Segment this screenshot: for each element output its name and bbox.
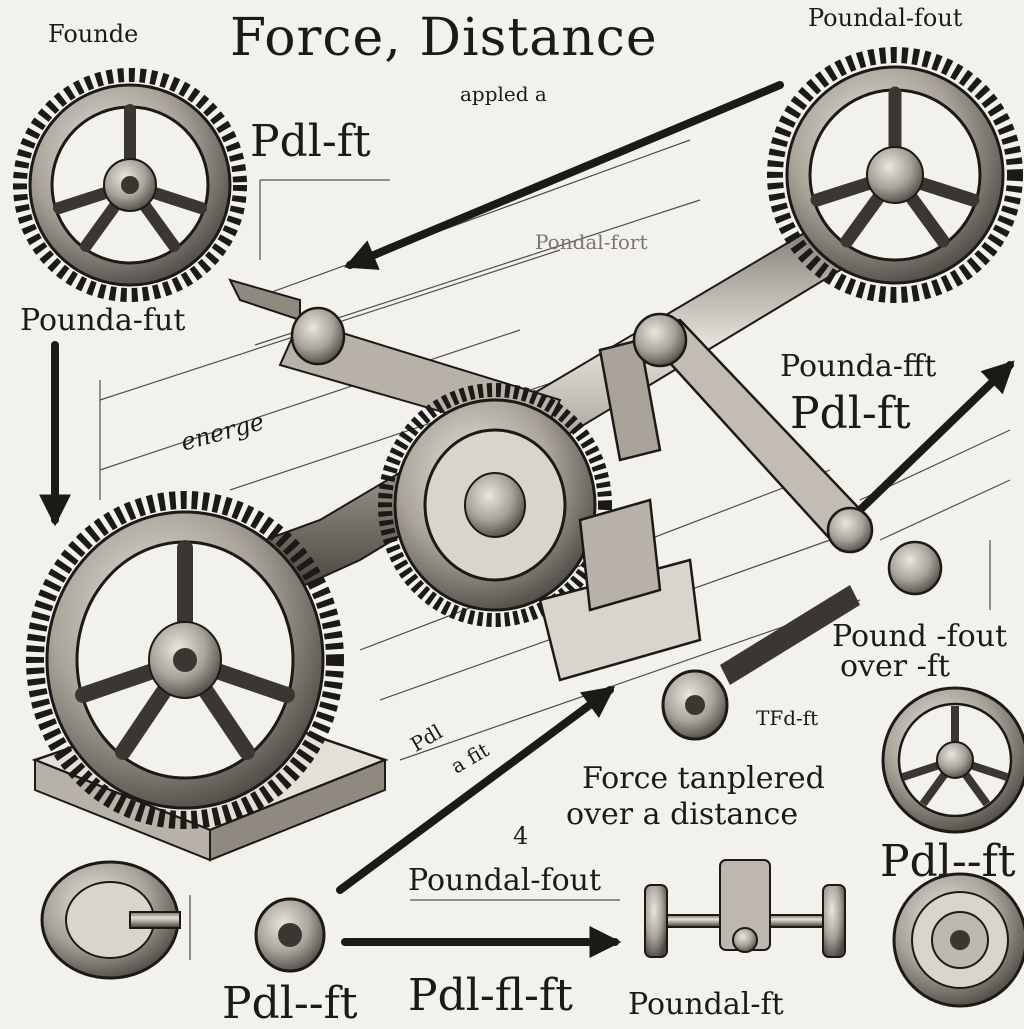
rod-end-left <box>228 278 346 366</box>
gear-center <box>378 383 612 627</box>
label-top-left: Founde <box>48 20 139 48</box>
label-pound-fout: Pound -fout <box>832 619 1008 654</box>
gear-top-left <box>13 68 247 302</box>
arrow-top-diagonal <box>344 81 784 270</box>
label-pdl-ft-bottom-left: Pdl--ft <box>222 978 358 1029</box>
axle-assembly <box>644 859 846 958</box>
label-tfd-ft: TFd-ft <box>756 706 819 730</box>
wheel-right <box>881 686 1024 834</box>
label-pounda-fut-left: Pounda-fut <box>20 303 186 338</box>
pulley-bottom-left <box>40 860 181 980</box>
label-over-ft: over -ft <box>840 649 950 684</box>
label-top-right: Poundal-fout <box>808 4 963 32</box>
label-over-a-distance: over a distance <box>566 797 799 832</box>
roller-mid <box>661 585 860 741</box>
label-poundal-fort-center: Pondal-fort <box>535 230 648 254</box>
arrow-bottom-up <box>336 686 616 894</box>
label-poundal-fout-bottom: Poundal-fout <box>408 863 602 898</box>
gear-bottom-left <box>26 491 344 829</box>
label-pounda-fft-right: Pounda-fft <box>780 349 937 384</box>
pedestal <box>538 498 702 682</box>
label-four: 4 <box>513 822 529 850</box>
label-pdl-ft-top: Pdl-ft <box>250 116 371 167</box>
roller-bottom <box>254 897 326 973</box>
label-pdl-fl-ft: Pdl-fl-ft <box>408 970 573 1021</box>
label-pdl-ft-far-right: Pdl--ft <box>880 836 1016 887</box>
pulley-bottom-right <box>892 872 1024 1008</box>
lever-arm <box>598 312 943 596</box>
label-pdl-ft-right: Pdl-ft <box>790 388 911 439</box>
force-arrows <box>39 81 1015 958</box>
gear-top-right <box>767 47 1023 303</box>
label-force-transfered: Force tanplered <box>582 761 825 796</box>
arrow-right-up <box>856 360 1015 514</box>
label-poundal-ft-bottom: Poundal-ft <box>628 987 784 1022</box>
label-applied: appled a <box>460 82 547 106</box>
title: Force, Distance <box>230 8 658 68</box>
